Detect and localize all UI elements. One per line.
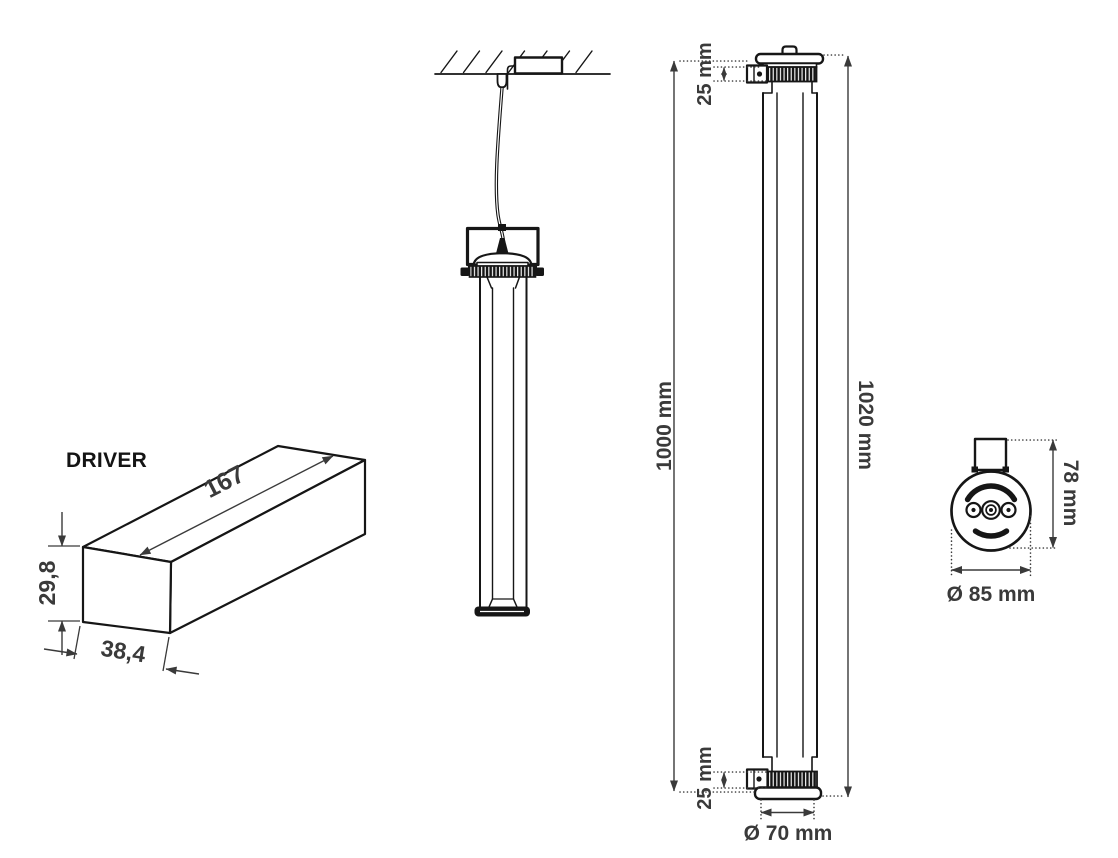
elevation-bottom-cap	[745, 756, 823, 801]
cap-diameter-label: Ø 70 mm	[744, 822, 833, 845]
driver-view: DRIVER 167 29,8 38,4	[34, 444, 367, 675]
upper-arc-slot	[964, 483, 1018, 503]
mounting-stub	[973, 437, 1008, 472]
front-elevation-view: 25 mm 1000 mm 1020 mm 25 mm	[653, 42, 877, 845]
driver-box-front-face	[81, 545, 173, 635]
elevation-glass-tube	[762, 92, 818, 758]
stub-foot-left	[971, 466, 978, 473]
ceiling-pendant-view	[434, 50, 611, 617]
top-neck	[762, 80, 818, 94]
connector-holes	[965, 500, 1017, 520]
top-ring-dimension: 25 mm	[694, 42, 767, 106]
ring-clip-left	[460, 267, 470, 276]
driver-label: DRIVER	[66, 449, 147, 472]
elevation-top-cap	[745, 45, 825, 94]
stub-foot-right	[1002, 466, 1009, 473]
end-height-dimension: 78 mm	[1007, 439, 1082, 549]
overall-length-label: 1020 mm	[854, 380, 877, 470]
body-length-label: 1000 mm	[653, 381, 676, 471]
driver-width-label: 38,4	[99, 635, 147, 668]
knurled-ring	[468, 265, 537, 278]
overall-length-dimension: 1020 mm	[822, 54, 877, 798]
cable-entry-block	[498, 224, 506, 231]
top-dome-cap	[472, 252, 533, 266]
pendant-lamp-head	[460, 224, 544, 278]
clip-screw-top	[756, 71, 763, 77]
suspension-cable	[494, 86, 506, 244]
bottom-flange	[753, 786, 823, 801]
top-ring-label: 25 mm	[694, 42, 716, 105]
bottom-ring-label: 25 mm	[694, 746, 716, 809]
ceiling-cable-grommet	[496, 73, 508, 89]
bottom-ring-dimension: 25 mm	[694, 746, 767, 810]
knurled-ring-top	[765, 66, 818, 83]
ring-clip-right	[535, 267, 544, 276]
clip-screw-bottom	[756, 776, 762, 782]
lower-arc-slot	[972, 528, 1010, 539]
knurled-ring-bottom	[765, 770, 818, 789]
end-height-label: 78 mm	[1059, 460, 1082, 527]
driver-width-dimension: 38,4	[43, 625, 200, 675]
driver-height-dimension: 29,8	[34, 512, 80, 655]
end-diameter-label: Ø 85 mm	[947, 583, 1036, 606]
bottom-end-view: 78 mm Ø 85 mm	[947, 437, 1082, 606]
ceiling-driver-box	[513, 56, 564, 75]
body-length-dimension: 1000 mm	[653, 60, 755, 793]
cap-diameter-dimension: Ø 70 mm	[744, 799, 833, 845]
driver-height-label: 29,8	[34, 560, 60, 605]
pendant-glass-tube	[479, 276, 528, 608]
cable-cone	[496, 238, 509, 254]
driver-wire	[506, 65, 516, 90]
bottom-neck	[762, 756, 818, 773]
top-cap	[754, 52, 825, 65]
end-diameter-dimension: Ø 85 mm	[947, 515, 1036, 606]
